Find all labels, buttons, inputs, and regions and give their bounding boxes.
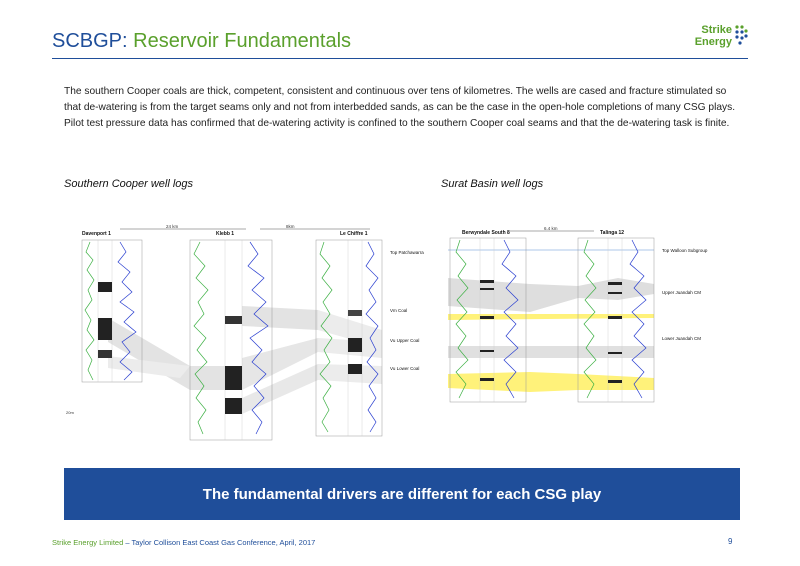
logo-line-1: Strike xyxy=(701,24,732,36)
strike-energy-logo: Strike Energy xyxy=(668,22,748,56)
right-spacing-1: 6.4 km xyxy=(544,226,558,231)
scale-label: 20m xyxy=(66,410,74,415)
marker-upper-juandah: Upper Juandah CM xyxy=(662,290,701,295)
marker-vu-lower: Vu Lower Coal xyxy=(390,366,419,371)
key-message-banner: The fundamental drivers are different fo… xyxy=(64,468,740,520)
surat-basin-well-log-figure: Berwyndale South 8 Talinga 12 6.4 km Top… xyxy=(448,226,708,403)
title-prefix: SCBGP: xyxy=(52,30,128,52)
well-title-davenport: Davenport 1 xyxy=(82,231,111,237)
marker-vm-coal: Vm Coal xyxy=(390,308,407,313)
right-figure-caption: Surat Basin well logs xyxy=(441,178,544,190)
footer-conference: – Taylor Collison East Coast Gas Confere… xyxy=(123,538,316,547)
well-title-berwyndale: Berwyndale South 8 xyxy=(462,230,510,236)
banner-text: The fundamental drivers are different fo… xyxy=(202,485,602,503)
page-number: 9 xyxy=(728,537,733,546)
logo-line-2: Energy xyxy=(694,36,732,48)
southern-cooper-well-log-figure: 24 km 8km Davenport 1 Klebb 1 Le Chiffre… xyxy=(66,224,424,441)
body-paragraph: The southern Cooper coals are thick, com… xyxy=(64,86,736,129)
footer: Strike Energy Limited – Taylor Collison … xyxy=(52,538,315,547)
page-title: SCBGP: Reservoir Fundamentals xyxy=(52,30,351,53)
well-title-lechiffre: Le Chiffre 1 xyxy=(340,231,368,237)
marker-top-patchawarra: Top Patchawarra xyxy=(390,250,424,255)
marker-lower-juandah: Lower Juandah CM xyxy=(662,336,701,341)
header-rule xyxy=(52,58,748,59)
well-title-klebb: Klebb 1 xyxy=(216,231,234,237)
logo-dots-icon xyxy=(735,25,748,45)
marker-top-walloon: Top Walloon Subgroup xyxy=(662,248,708,253)
left-figure-caption: Southern Cooper well logs xyxy=(64,178,194,190)
left-spacing-1: 24 km xyxy=(166,224,179,229)
title-main: Reservoir Fundamentals xyxy=(127,30,352,52)
footer-company: Strike Energy Limited xyxy=(52,538,124,547)
marker-vu-upper: Vu Upper Coal xyxy=(390,338,419,343)
left-spacing-2: 8km xyxy=(286,224,295,229)
well-title-talinga: Talinga 12 xyxy=(600,230,624,236)
